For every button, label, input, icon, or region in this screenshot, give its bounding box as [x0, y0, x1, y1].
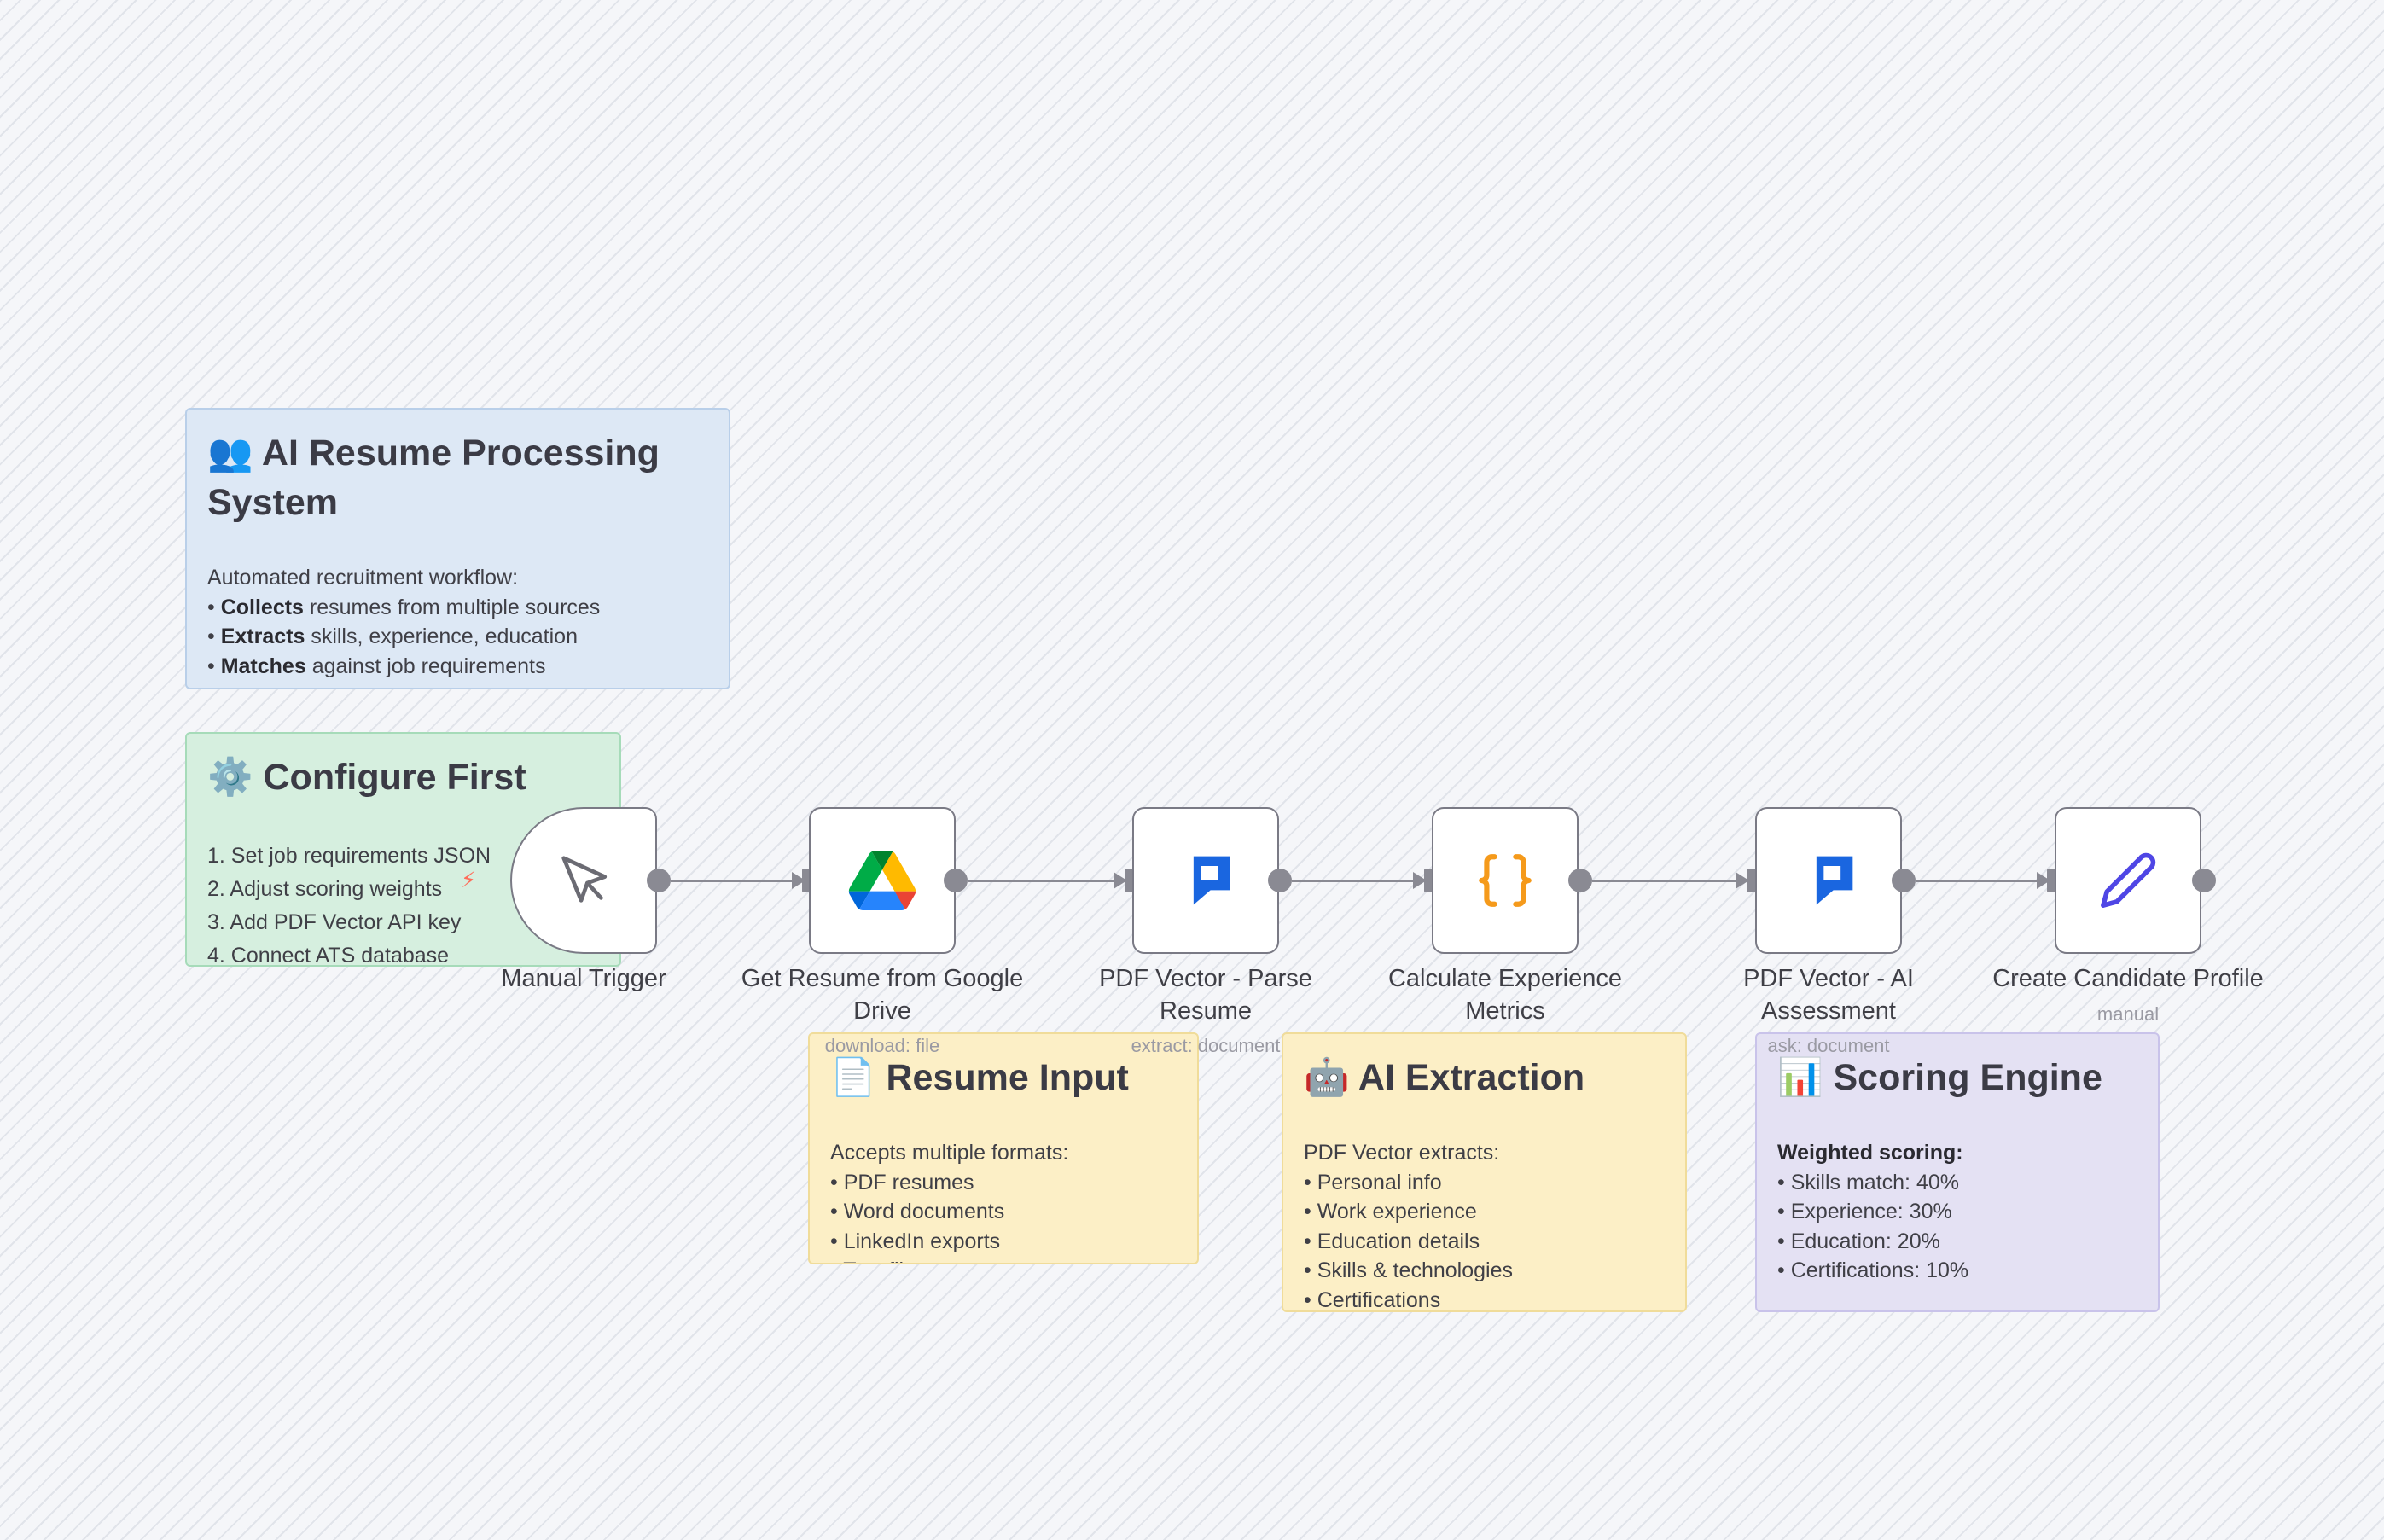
gear-icon: ⚙️ [207, 757, 253, 798]
overview-item: • Extracts skills, experience, education [207, 625, 578, 648]
scoring-engine-title: 📊 Scoring Engine [1777, 1057, 2102, 1098]
ai-extraction-item: • Personal info [1304, 1170, 1442, 1194]
output-port[interactable] [1268, 869, 1292, 892]
ai-extraction-item: • Work experience [1304, 1200, 1477, 1223]
scoring-engine-item: • Certifications: 10% [1777, 1258, 1969, 1282]
google-drive-icon [848, 851, 916, 910]
configure-title: ⚙️ Configure First [207, 757, 526, 798]
ai-extraction-item: • Skills & technologies [1304, 1258, 1513, 1282]
sticky-note-overview[interactable]: 👥 AI Resume Processing System Automated … [185, 408, 730, 689]
connection-line[interactable] [1292, 880, 1415, 882]
node-manual-trigger[interactable] [510, 807, 657, 954]
resume-input-item: • Text files [830, 1256, 1177, 1263]
connection-arrow [1736, 872, 1749, 889]
node-subtitle: ask: document [1767, 1035, 1890, 1056]
resume-input-item: • LinkedIn exports [830, 1229, 1001, 1253]
connection-line[interactable] [968, 880, 1115, 882]
ai-extraction-title: 🤖 AI Extraction [1304, 1057, 1585, 1098]
pdf-vector-icon [1181, 856, 1230, 905]
sticky-note-ai-extraction[interactable]: 🤖 AI Extraction PDF Vector extracts: • P… [1282, 1032, 1687, 1312]
connection-arrow [1413, 872, 1427, 889]
node-pdf-vector-assessment[interactable] [1755, 807, 1902, 954]
node-label: PDF Vector - Parse Resume [1099, 965, 1312, 1025]
output-port[interactable] [647, 869, 671, 892]
overview-item: • Matches against job requirements [207, 654, 546, 678]
sticky-note-scoring-engine[interactable]: 📊 Scoring Engine Weighted scoring: • Ski… [1755, 1032, 2160, 1312]
node-label: PDF Vector - AI Assessment [1743, 965, 1914, 1025]
robot-icon: 🤖 [1304, 1057, 1350, 1098]
code-braces-icon [1479, 854, 1532, 907]
pdf-vector-icon [1804, 856, 1853, 905]
input-port[interactable] [1747, 869, 1757, 892]
node-label: Create Candidate Profile [1992, 965, 2264, 992]
connection-arrow [1114, 872, 1127, 889]
node-subtitle: manual [2096, 1003, 2160, 1025]
node-calculate-metrics[interactable] [1432, 807, 1579, 954]
connection-line[interactable] [1592, 880, 1737, 882]
node-label: Get Resume from Google Drive [741, 965, 1024, 1025]
trigger-bolt-icon: ⚡ [461, 867, 477, 892]
node-create-candidate-profile[interactable] [2055, 807, 2201, 954]
cursor-pointer-icon [561, 856, 608, 903]
resume-input-item: • PDF resumes [830, 1170, 974, 1194]
node-subtitle: extract: document [1131, 1035, 1281, 1056]
resume-input-intro: Accepts multiple formats: [830, 1141, 1069, 1165]
ai-extraction-intro: PDF Vector extracts: [1304, 1141, 1500, 1165]
sticky-note-resume-input[interactable]: 📄 Resume Input Accepts multiple formats:… [808, 1032, 1199, 1264]
scoring-engine-item: • Education: 20% [1777, 1229, 1940, 1253]
ai-extraction-item: • Education details [1304, 1229, 1480, 1253]
configure-step: 3. Add PDF Vector API key [207, 910, 462, 934]
users-icon: 👥 [207, 433, 253, 474]
configure-step: 4. Connect ATS database [207, 944, 450, 967]
scoring-engine-item: • Experience: 30% [1777, 1200, 1952, 1223]
node-label: Calculate Experience Metrics [1387, 965, 1623, 1025]
document-icon: 📄 [830, 1057, 876, 1098]
output-port[interactable] [944, 869, 968, 892]
output-port[interactable] [1892, 869, 1916, 892]
output-port[interactable] [2192, 869, 2216, 892]
scoring-engine-intro: Weighted scoring: [1777, 1141, 1963, 1165]
pencil-icon [2101, 852, 2156, 908]
bar-chart-icon: 📊 [1777, 1057, 1823, 1098]
node-label: Manual Trigger [501, 965, 666, 992]
overview-title: 👥 AI Resume Processing System [207, 433, 660, 523]
connection-line[interactable] [671, 880, 794, 882]
node-pdf-vector-parse[interactable] [1132, 807, 1279, 954]
scoring-engine-item: • Skills match: 40% [1777, 1170, 1959, 1194]
connection-line[interactable] [1916, 880, 2038, 882]
configure-step: 2. Adjust scoring weights [207, 877, 443, 901]
resume-input-item: • Word documents [830, 1200, 1005, 1223]
ai-extraction-item: • Certifications [1304, 1287, 1441, 1312]
overview-intro: Automated recruitment workflow: [207, 566, 519, 590]
overview-item: • Collects resumes from multiple sources [207, 595, 601, 619]
output-port[interactable] [1568, 869, 1592, 892]
node-subtitle: download: file [824, 1035, 940, 1056]
resume-input-title: 📄 Resume Input [830, 1057, 1129, 1098]
node-google-drive[interactable] [809, 807, 956, 954]
configure-step: 1. Set job requirements JSON [207, 844, 491, 868]
